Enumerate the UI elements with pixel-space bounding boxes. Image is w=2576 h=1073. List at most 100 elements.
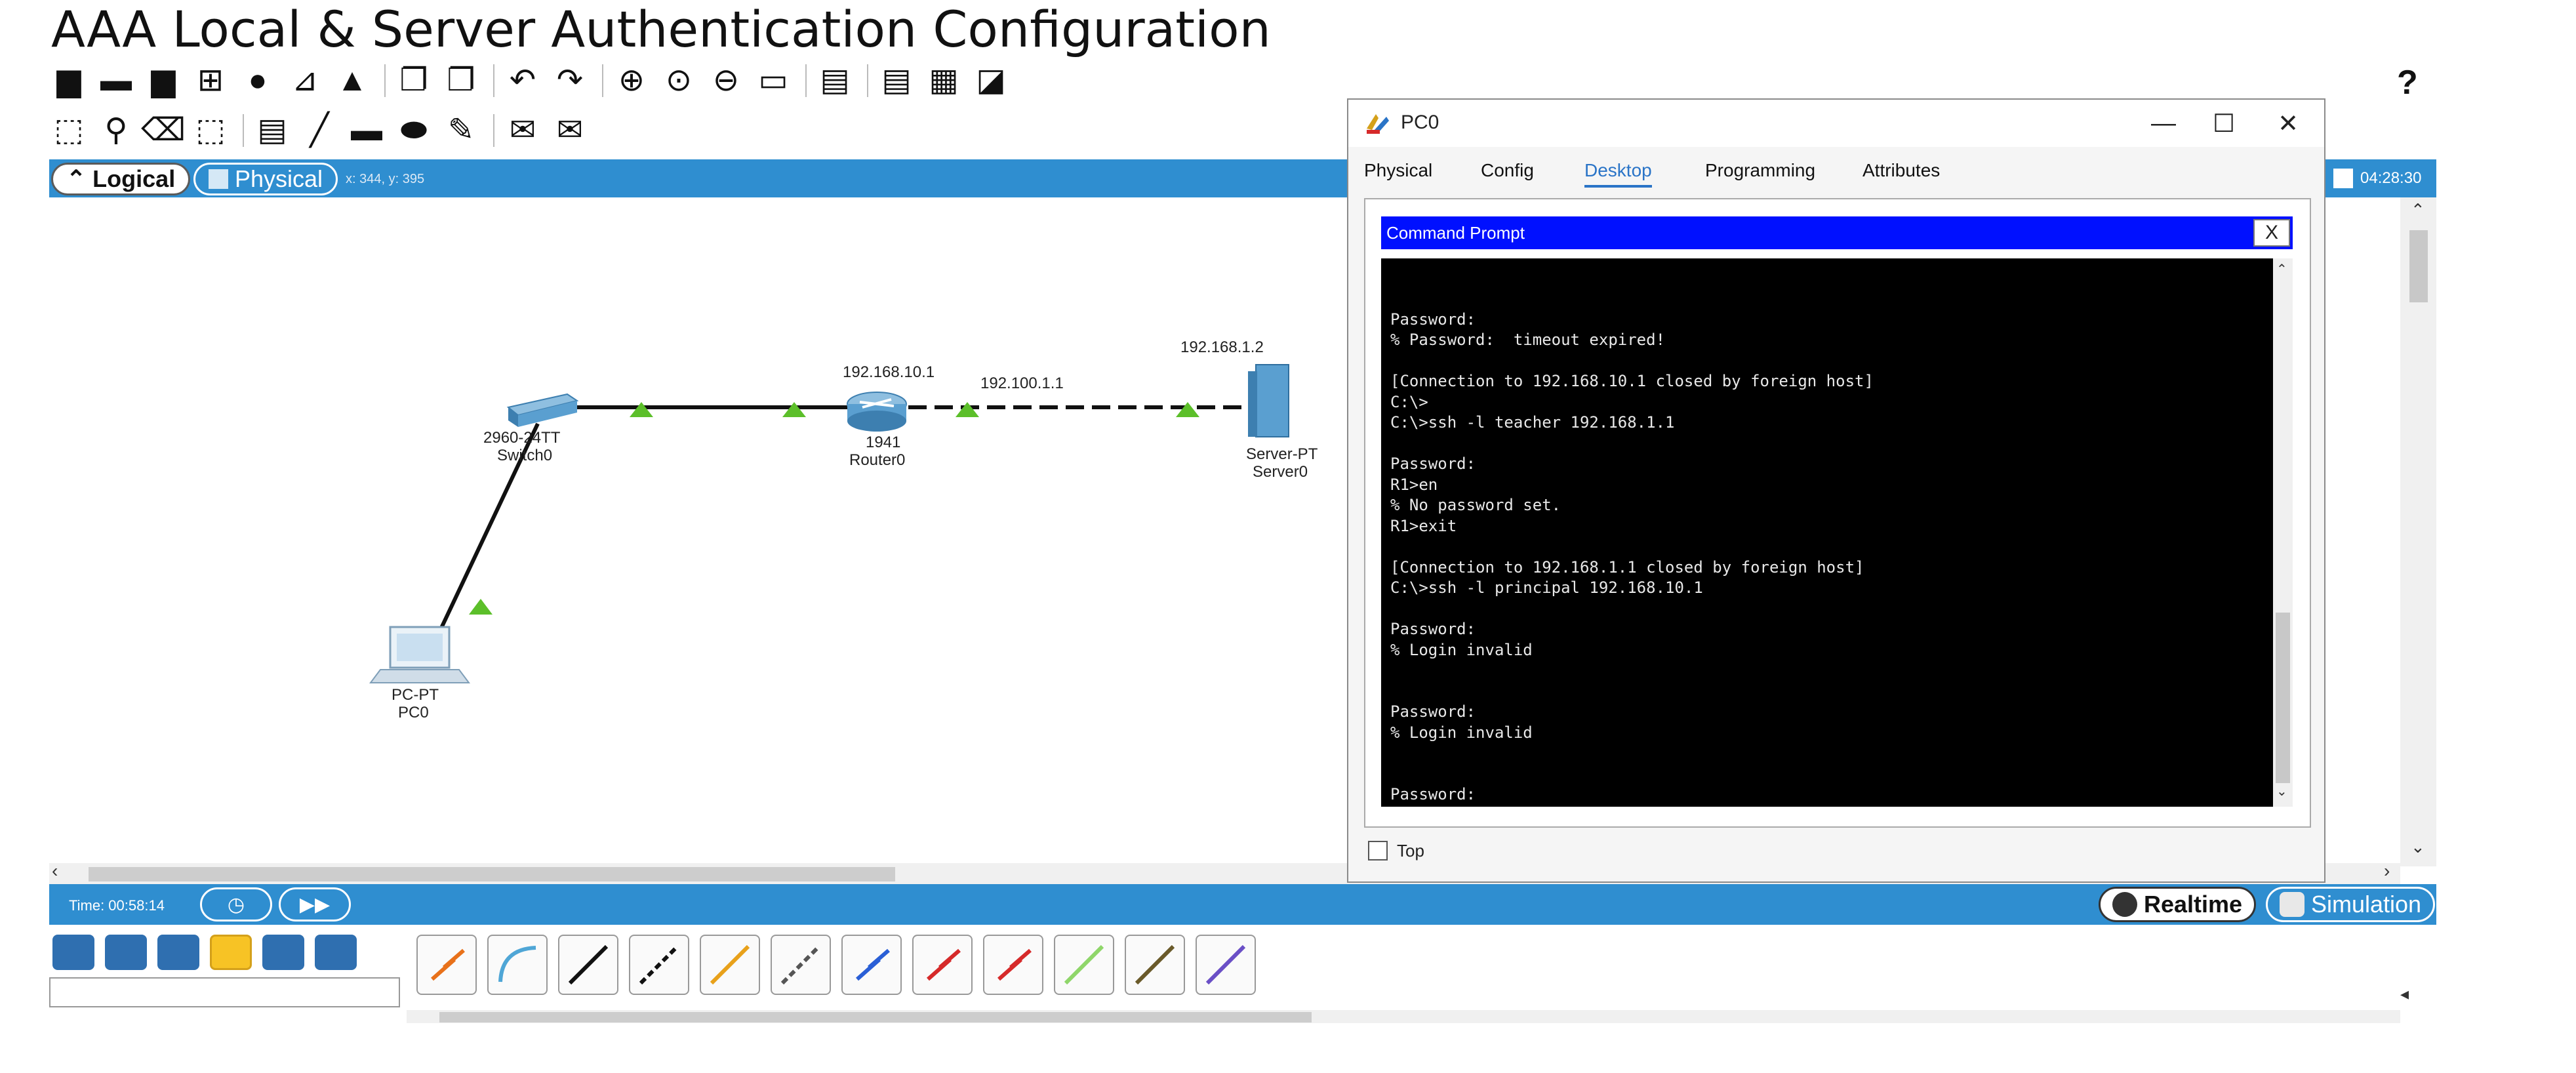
pc-model-label: PC-PT: [392, 686, 439, 704]
end-devices-icon[interactable]: [105, 935, 147, 970]
maximize-button[interactable]: ☐: [2196, 104, 2252, 143]
select-icon[interactable]: ⬚: [54, 113, 84, 148]
simple-pdu-icon[interactable]: ✉: [509, 113, 536, 148]
document-icon[interactable]: ▤: [881, 63, 912, 98]
terminal-line: Password:: [1390, 310, 1476, 329]
connections-icon[interactable]: [210, 935, 252, 970]
complex-pdu-icon[interactable]: ✉: [556, 113, 584, 148]
auto-cable-icon[interactable]: [416, 935, 477, 995]
iot-cable-icon[interactable]: [1125, 935, 1185, 995]
console-cable-icon[interactable]: [487, 935, 548, 995]
freeform-icon[interactable]: ✎: [447, 113, 475, 148]
palette-scroll-left-icon[interactable]: ◂: [2400, 984, 2409, 1003]
switch-icon: [506, 393, 579, 427]
maximize-icon: ☐: [2212, 110, 2236, 138]
scroll-left-icon[interactable]: ‹: [52, 860, 58, 881]
palette-scrollbar[interactable]: [407, 1010, 2400, 1023]
serial-dte-icon[interactable]: [983, 935, 1043, 995]
inspect-icon[interactable]: ⚲: [104, 113, 128, 148]
terminal-line: R1>|: [1390, 805, 2264, 807]
terminal-output[interactable]: Password:% Password: timeout expired![Co…: [1381, 258, 2273, 807]
zoom-reset-icon[interactable]: ⊙: [665, 63, 693, 98]
serial-dce-icon[interactable]: [912, 935, 973, 995]
scroll-thumb[interactable]: [2409, 230, 2428, 302]
draw-rectangle-icon[interactable]: ▬: [351, 113, 382, 148]
scroll-thumb[interactable]: [89, 867, 895, 881]
fiber-cable-icon[interactable]: [700, 935, 760, 995]
copper-straight-icon[interactable]: [558, 935, 618, 995]
simulation-mode-button[interactable]: Simulation: [2266, 887, 2436, 922]
tab-physical[interactable]: Physical: [1364, 160, 1433, 180]
physical-view-button[interactable]: Physical: [193, 163, 338, 195]
coaxial-cable-icon[interactable]: [841, 935, 902, 995]
tab-programming[interactable]: Programming: [1705, 160, 1816, 180]
terminal-scrollbar[interactable]: ⌃ ⌄: [2273, 258, 2293, 807]
close-icon: ✕: [2278, 110, 2299, 138]
note-icon[interactable]: ▤: [257, 113, 287, 148]
activity-wizard-icon[interactable]: ⊿: [291, 63, 319, 98]
pc-name-label: PC0: [398, 704, 429, 721]
new-file-icon[interactable]: ▆: [56, 63, 81, 98]
scroll-down-icon[interactable]: ⌄: [2411, 837, 2425, 857]
command-prompt-close-button[interactable]: X: [2253, 219, 2290, 247]
help-button[interactable]: ?: [2397, 64, 2418, 102]
toolbar-separator: [867, 64, 868, 97]
scroll-down-icon[interactable]: ⌄: [2276, 784, 2287, 799]
zoom-out-icon[interactable]: ⊖: [712, 63, 740, 98]
scroll-thumb[interactable]: [439, 1012, 1312, 1022]
fast-forward-icon: ▶▶: [299, 893, 331, 916]
workspace-vertical-scrollbar[interactable]: ⌃ ⌄: [2400, 197, 2436, 866]
resize-icon[interactable]: ⬚: [195, 113, 226, 148]
sim-time: Time: 00:58:14: [69, 897, 165, 914]
scroll-right-icon[interactable]: ›: [2384, 860, 2390, 881]
phone-cable-icon[interactable]: [771, 935, 831, 995]
power-cycle-button[interactable]: ◷: [200, 887, 272, 921]
logical-view-button[interactable]: ⌃ Logical: [51, 163, 191, 195]
copper-cross-icon[interactable]: [629, 935, 689, 995]
switch-name-label: Switch0: [497, 447, 553, 464]
tab-config[interactable]: Config: [1481, 160, 1534, 180]
save-icon[interactable]: ▆: [151, 63, 176, 98]
copy-icon[interactable]: ❐: [399, 63, 428, 98]
terminal-line: C:\>ssh -l principal 192.168.10.1: [1390, 578, 1703, 597]
paste-icon[interactable]: ❐: [447, 63, 475, 98]
misc-icon[interactable]: [262, 935, 304, 970]
print-icon[interactable]: ⊞: [197, 63, 224, 98]
octal-cable-glyph: [1064, 944, 1104, 985]
main-toolbar: ▆ ▬ ▆ ⊞ ● ⊿ ▲ ❐ ❐ ↶ ↷ ⊕ ⊙ ⊖ ▭ ▤ ▤ ▦ ◪: [51, 63, 1020, 98]
octal-cable-icon[interactable]: [1054, 935, 1114, 995]
info-icon[interactable]: ●: [248, 63, 268, 98]
usb-cable-icon[interactable]: [1196, 935, 1256, 995]
realtime-mode-button[interactable]: Realtime: [2099, 887, 2257, 922]
scroll-up-icon[interactable]: ⌃: [2411, 200, 2425, 220]
multiuser-icon[interactable]: [315, 935, 357, 970]
simulation-label: Simulation: [2311, 891, 2422, 918]
redo-icon[interactable]: ↷: [556, 63, 584, 98]
tab-desktop[interactable]: Desktop: [1584, 160, 1652, 188]
draw-line-icon[interactable]: ╱: [310, 113, 329, 148]
close-button[interactable]: ✕: [2260, 104, 2316, 143]
minimize-button[interactable]: —: [2135, 104, 2192, 143]
pc0-window[interactable]: PC0 — ☐ ✕ Physical Config Desktop Progra…: [1347, 98, 2325, 883]
palette-icon[interactable]: ▤: [820, 63, 850, 98]
scroll-up-icon[interactable]: ⌃: [2276, 262, 2287, 277]
tab-attributes[interactable]: Attributes: [1862, 160, 1941, 180]
router-ip2-label: 192.100.1.1: [980, 375, 1064, 392]
delete-icon[interactable]: ⌫: [141, 113, 186, 148]
open-icon[interactable]: ▬: [100, 63, 132, 98]
network-devices-icon[interactable]: [52, 935, 94, 970]
palette-search-field[interactable]: [49, 977, 400, 1007]
window-icon[interactable]: ▭: [758, 63, 788, 98]
network-info-icon[interactable]: ▲: [336, 63, 368, 98]
top-checkbox[interactable]: [1368, 841, 1388, 860]
zoom-in-icon[interactable]: ⊕: [618, 63, 645, 98]
custom-device-icon[interactable]: ▦: [929, 63, 959, 98]
undo-icon[interactable]: ↶: [509, 63, 536, 98]
draw-ellipse-icon[interactable]: ⬬: [400, 113, 428, 148]
server-ip-label: 192.168.1.2: [1180, 338, 1264, 356]
pc0-titlebar[interactable]: PC0 — ☐ ✕: [1348, 100, 2324, 147]
fast-forward-button[interactable]: ▶▶: [279, 887, 351, 921]
scroll-thumb[interactable]: [2276, 613, 2290, 783]
viewport-icon[interactable]: ◪: [976, 63, 1006, 98]
components-icon[interactable]: [157, 935, 199, 970]
